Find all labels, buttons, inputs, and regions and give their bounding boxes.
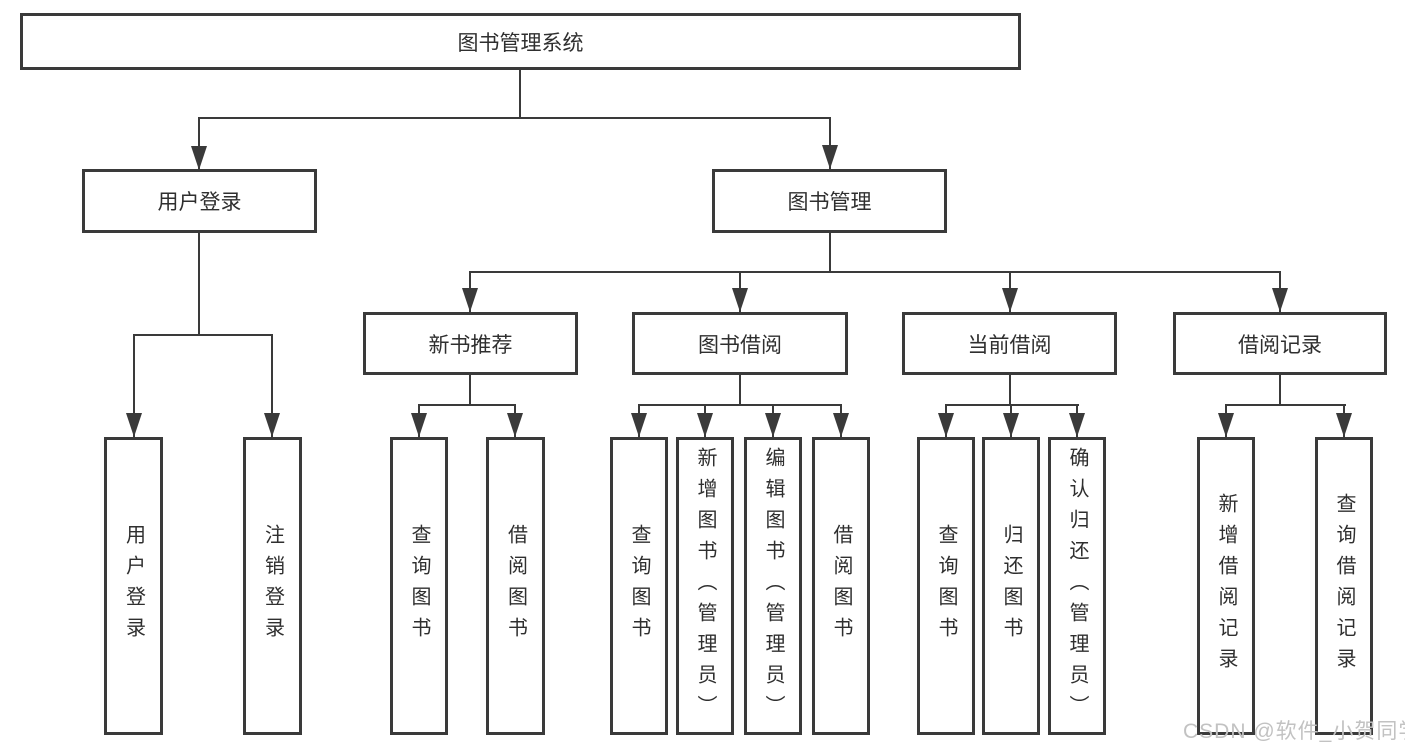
arrowhead-book-borrowing	[732, 288, 748, 312]
node-current-borrowing-label: 当前借阅	[967, 333, 1052, 357]
node-user-login-label: 用户登录	[157, 191, 242, 214]
leaf-edit-books-admin-label: 编辑图书（管理员）	[762, 446, 784, 726]
arrowhead-return-books	[1003, 413, 1019, 437]
connector-current-borrowing-rail	[945, 404, 1079, 406]
node-root-label: 图书管理系统	[457, 31, 584, 55]
arrowhead-user-login	[191, 146, 207, 170]
node-book-borrowing-label: 图书借阅	[698, 333, 782, 357]
connector-root-stem	[519, 70, 521, 118]
arrowhead-edit-books-admin	[765, 413, 781, 437]
leaf-edit-books-admin: 编辑图书（管理员）	[744, 437, 802, 735]
leaf-return-books: 归还图书	[982, 437, 1040, 735]
node-borrowing-records: 借阅记录	[1173, 312, 1387, 375]
node-root: 图书管理系统	[20, 13, 1021, 70]
connector-new-book-recommend-stem	[469, 375, 471, 406]
leaf-add-books-admin: 新增图书（管理员）	[676, 437, 734, 735]
connector-drop-book-management	[829, 117, 831, 169]
arrowhead-confirm-return-admin	[1069, 413, 1085, 437]
leaf-user-login: 用户登录	[104, 437, 163, 735]
connector-drop-leaf-logout	[271, 334, 273, 437]
leaf-confirm-return-admin: 确认归还（管理员）	[1048, 437, 1106, 735]
leaf-add-books-admin-label: 新增图书（管理员）	[694, 446, 716, 726]
arrowhead-current-borrowing	[1002, 288, 1018, 312]
connector-book-borrowing-rail	[638, 404, 842, 406]
connector-borrowing-records-stem	[1279, 375, 1281, 406]
connector-borrowing-records-rail	[1225, 404, 1346, 406]
leaf-borrow-books-recommend-label: 借阅图书	[504, 524, 527, 648]
arrowhead-query-books-current	[938, 413, 954, 437]
node-book-management: 图书管理	[712, 169, 947, 233]
connector-new-book-recommend-rail	[418, 404, 516, 406]
leaf-borrow-books-label: 借阅图书	[830, 524, 852, 648]
leaf-borrow-books-recommend: 借阅图书	[486, 437, 545, 735]
leaf-return-books-label: 归还图书	[1000, 524, 1022, 648]
node-user-login: 用户登录	[82, 169, 317, 233]
leaf-query-books-current-label: 查询图书	[935, 524, 957, 648]
node-book-management-label: 图书管理	[787, 191, 872, 214]
leaf-query-borrow-record: 查询借阅记录	[1315, 437, 1373, 735]
leaf-query-books-borrow: 查询图书	[610, 437, 668, 735]
connector-drop-leaf-user-login	[133, 334, 135, 437]
leaf-borrow-books: 借阅图书	[812, 437, 870, 735]
arrowhead-query-books-recommend	[411, 413, 427, 437]
arrowhead-book-management	[822, 145, 838, 169]
connector-user-login-rail	[133, 334, 273, 336]
connector-book-borrowing-stem	[739, 375, 741, 406]
leaf-add-borrow-record: 新增借阅记录	[1197, 437, 1255, 735]
arrowhead-borrow-books-recommend	[507, 413, 523, 437]
connector-drop-user-login	[198, 117, 200, 170]
arrowhead-add-books-admin	[697, 413, 713, 437]
leaf-query-books-current: 查询图书	[917, 437, 975, 735]
leaf-user-login-label: 用户登录	[122, 524, 145, 648]
arrowhead-query-books-borrow	[631, 413, 647, 437]
leaf-confirm-return-admin-label: 确认归还（管理员）	[1066, 446, 1088, 726]
arrowhead-new-book-recommend	[462, 288, 478, 312]
arrowhead-borrowing-records	[1272, 288, 1288, 312]
connector-current-borrowing-stem	[1009, 375, 1011, 406]
arrowhead-leaf-user-login	[126, 413, 142, 437]
node-current-borrowing: 当前借阅	[902, 312, 1117, 375]
arrowhead-borrow-books	[833, 413, 849, 437]
connector-book-management-stem	[829, 233, 831, 273]
node-borrowing-records-label: 借阅记录	[1238, 333, 1322, 357]
csdn-watermark: CSDN @软件_小贺同学	[1183, 720, 1405, 743]
leaf-query-borrow-record-label: 查询借阅记录	[1333, 493, 1355, 679]
leaf-query-books-recommend-label: 查询图书	[408, 524, 430, 648]
node-new-book-recommend-label: 新书推荐	[428, 333, 513, 357]
arrowhead-query-borrow-record	[1336, 413, 1352, 437]
leaf-logout-label: 注销登录	[261, 524, 284, 648]
node-new-book-recommend: 新书推荐	[363, 312, 578, 375]
leaf-add-borrow-record-label: 新增借阅记录	[1215, 493, 1237, 679]
connector-user-login-stem	[198, 233, 200, 335]
leaf-logout: 注销登录	[243, 437, 302, 735]
leaf-query-books-recommend: 查询图书	[390, 437, 448, 735]
leaf-query-books-borrow-label: 查询图书	[628, 524, 650, 648]
arrowhead-add-borrow-record	[1218, 413, 1234, 437]
connector-book-management-rail	[469, 271, 1281, 273]
node-book-borrowing: 图书借阅	[632, 312, 848, 375]
arrowhead-leaf-logout	[264, 413, 280, 437]
connector-root-rail	[198, 117, 831, 119]
